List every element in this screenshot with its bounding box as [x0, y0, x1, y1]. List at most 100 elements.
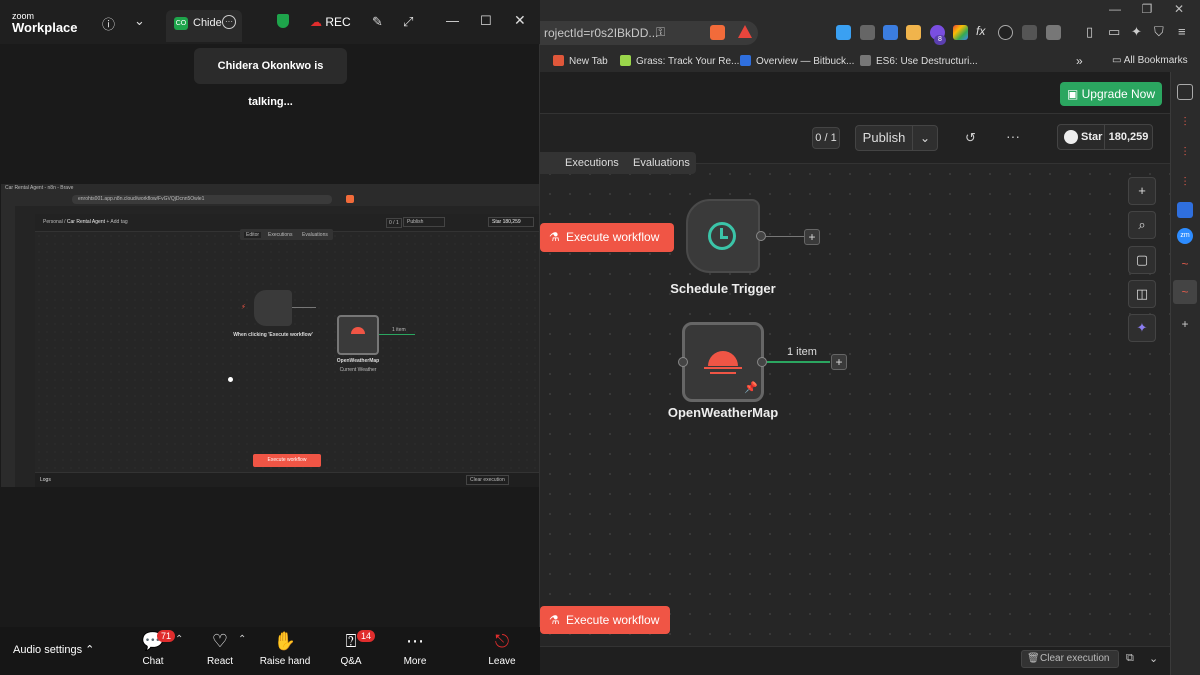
clock-icon	[708, 222, 736, 250]
sidebar-add-icon[interactable]: +	[1181, 317, 1189, 331]
bookmark-bitbucket[interactable]: Overview — Bitbuck...	[740, 55, 854, 67]
sidebar-tool-icon-active[interactable]: ~	[1173, 280, 1197, 304]
extension-dark-icon[interactable]	[998, 25, 1013, 40]
bookmark-grass[interactable]: Grass: Track Your Re...	[620, 55, 739, 67]
audio-settings-button[interactable]: Audio settings ⌃	[13, 644, 95, 656]
execute-workflow-button-bottom[interactable]: ⚗Execute workflow	[540, 606, 670, 634]
more-options-icon[interactable]: ···	[1006, 128, 1020, 144]
extension-camera-icon[interactable]	[860, 25, 875, 40]
wallet-icon[interactable]: ▭	[1108, 24, 1121, 39]
chevron-down-icon[interactable]: ⌄	[134, 13, 145, 28]
zoom-close-button[interactable]: ✕	[514, 12, 526, 28]
sticky-note-icon[interactable]: ▢	[1128, 246, 1156, 274]
popout-icon[interactable]: ⧉	[1126, 652, 1134, 664]
sidebar-n8n-icon[interactable]: ⫶	[1183, 115, 1187, 129]
extension-badge: 8	[934, 35, 946, 45]
add-node-button-weather[interactable]: +	[831, 354, 847, 370]
bookmarks-more-button[interactable]: »	[1076, 54, 1083, 68]
info-icon[interactable]: ⓘ	[102, 17, 116, 32]
recording-indicator[interactable]: ☁ REC	[310, 15, 351, 29]
zoom-minimize-button[interactable]: —	[446, 13, 459, 28]
search-icon[interactable]: ⌕	[1128, 211, 1156, 239]
sidebar-bitbucket-icon[interactable]	[1177, 202, 1193, 218]
sidebar-tool-icon[interactable]: ~	[1181, 257, 1189, 271]
upgrade-now-button[interactable]: ▣ Upgrade Now	[1060, 82, 1162, 106]
shared-left-sidebar	[1, 206, 15, 487]
publish-dropdown-chevron-icon[interactable]: ⌄	[912, 125, 938, 151]
sidebar-zoom-icon[interactable]: zm	[1177, 228, 1193, 244]
pen-icon[interactable]: ✎	[372, 14, 383, 29]
shared-execute-button: Execute workflow	[253, 454, 321, 467]
encryption-shield-icon[interactable]	[277, 14, 289, 28]
bookmark-es6[interactable]: ES6: Use Destructuri...	[860, 55, 978, 67]
shared-title: Car Rental Agent - n8n - Brave	[5, 185, 74, 191]
panel-icon[interactable]: ◫	[1128, 280, 1156, 308]
more-icon: ⋯	[406, 631, 424, 651]
chevron-up-icon: ⌃	[85, 644, 95, 656]
shared-edge-label: 1 item	[392, 327, 406, 333]
shared-logs: Logs	[40, 477, 51, 483]
menu-icon[interactable]: ≡	[1178, 24, 1186, 39]
react-button[interactable]: ♡React	[188, 630, 252, 667]
minimize-button[interactable]: —	[1109, 2, 1121, 16]
history-icon[interactable]: ↺	[965, 130, 976, 145]
brave-rewards-icon[interactable]	[738, 25, 752, 38]
execute-workflow-button[interactable]: ⚗Execute workflow	[540, 223, 674, 252]
freecodecamp-icon	[860, 55, 871, 66]
output-connector[interactable]	[756, 231, 766, 241]
address-bar[interactable]: rojectId=r0s2IBkDD...	[540, 21, 758, 45]
leo-ai-icon[interactable]: ✦	[1131, 24, 1142, 39]
publish-button[interactable]: Publish	[855, 125, 913, 151]
tab-executions[interactable]: Executions	[565, 157, 619, 169]
zoom-add-icon[interactable]: +	[1128, 177, 1156, 205]
add-node-button[interactable]: +	[804, 229, 820, 245]
sidebar-panel-icon[interactable]	[1177, 84, 1193, 100]
shared-canvas	[35, 232, 539, 472]
shared-bolt-icon: ⚡	[241, 304, 246, 311]
sidebar-n8n-icon-2[interactable]: ⫶	[1183, 145, 1187, 159]
ai-sparkle-icon[interactable]: ✦	[1128, 314, 1156, 342]
bookmark-new-tab[interactable]: New Tab	[553, 55, 608, 67]
close-button[interactable]: ✕	[1173, 2, 1185, 16]
extension-mask-icon[interactable]	[1022, 25, 1037, 40]
restore-button[interactable]: ❐	[1141, 2, 1153, 16]
more-button[interactable]: ⋯More	[383, 630, 447, 667]
collapse-chevron-icon[interactable]: ⌄	[1149, 653, 1159, 665]
leave-button[interactable]: ⎋Leave	[470, 630, 534, 667]
chat-chevron-icon[interactable]: ⌃	[175, 634, 184, 645]
fullscreen-icon[interactable]: ⤢	[403, 14, 414, 29]
vpn-icon[interactable]: ⛉	[1154, 24, 1164, 39]
star-label: Star	[1081, 131, 1103, 143]
sidebar-toggle-icon[interactable]: ▯	[1086, 24, 1094, 39]
clear-execution-button[interactable]: 🗑Clear execution	[1021, 650, 1119, 668]
qa-badge: 14	[357, 630, 376, 642]
extension-diamond-icon[interactable]	[836, 25, 851, 40]
output-connector-weather[interactable]	[757, 357, 767, 367]
zoom-maximize-button[interactable]: ☐	[480, 13, 492, 28]
input-connector[interactable]	[678, 357, 688, 367]
shared-green-line	[379, 334, 415, 335]
react-chevron-icon[interactable]: ⌃	[238, 634, 247, 645]
sidebar-n8n-icon-3[interactable]: ⫶	[1183, 175, 1187, 189]
extension-fx-icon[interactable]: fx	[976, 24, 986, 38]
extension-box-icon[interactable]	[1046, 25, 1061, 40]
shared-logs-bar	[35, 472, 539, 487]
extension-grid-icon[interactable]	[883, 25, 898, 40]
zoom-title-bar	[0, 0, 540, 44]
extension-color-icon[interactable]	[953, 25, 968, 40]
all-bookmarks-button[interactable]: ▭ All Bookmarks	[1112, 55, 1188, 66]
shared-weather-icon	[351, 327, 365, 334]
tab-more-icon[interactable]: ···	[222, 15, 236, 29]
key-icon[interactable]: ⚿	[656, 25, 666, 39]
extension-square-icon[interactable]	[906, 25, 921, 40]
shared-tabs	[240, 229, 333, 240]
raise-hand-button[interactable]: ✋Raise hand	[253, 630, 317, 667]
grass-icon	[620, 55, 631, 66]
brave-shield-icon[interactable]	[710, 25, 725, 40]
heart-icon: ♡	[211, 631, 229, 651]
clock-hand-icon-2	[720, 236, 728, 239]
tab-evaluations[interactable]: Evaluations	[633, 157, 690, 169]
